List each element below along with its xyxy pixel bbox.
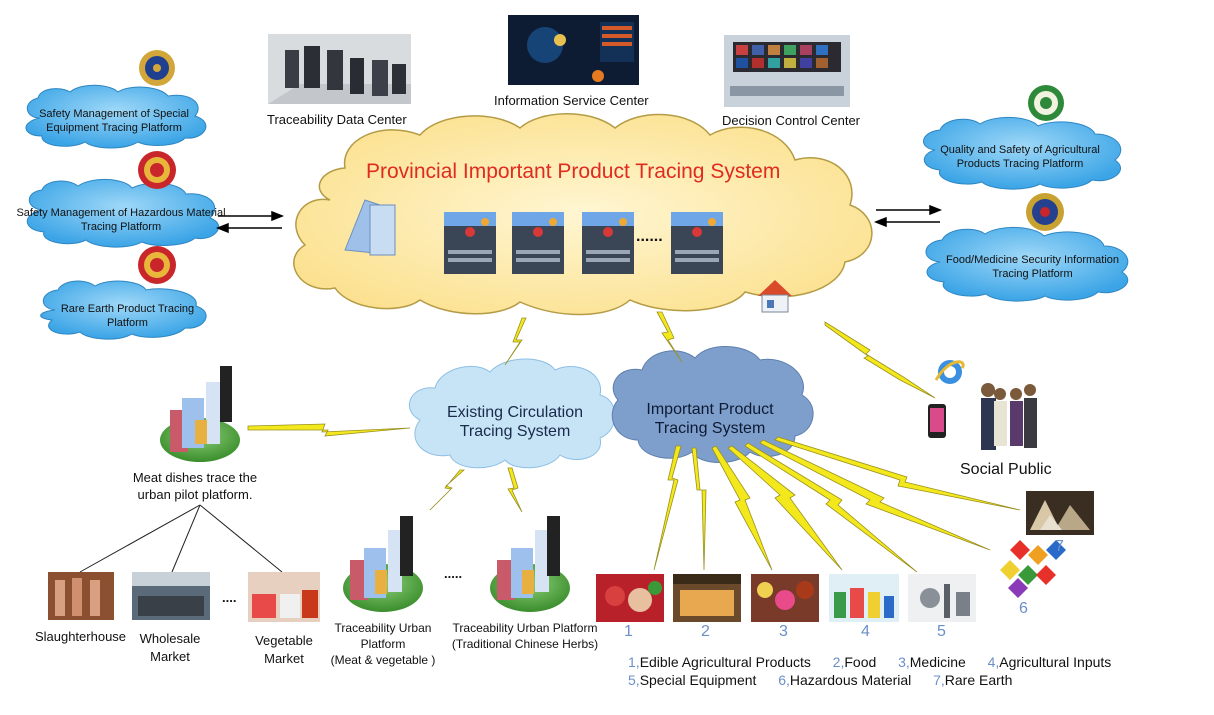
city-icon-meat xyxy=(160,366,240,462)
right-cloud-1 xyxy=(923,116,1122,190)
slaughterhouse-photo xyxy=(48,572,114,620)
product-photo-1 xyxy=(596,574,664,622)
urban-platform-sub-2: (Traditional Chinese Herbs) xyxy=(451,637,599,651)
legend-num-7: 7, xyxy=(933,672,945,688)
city-icon-urban-2 xyxy=(490,516,570,612)
right-platform-label-1: Quality and Safety of Agricultural Produ… xyxy=(940,144,1100,170)
legend-num-3: 3, xyxy=(898,654,910,670)
right-arrows xyxy=(873,204,943,228)
market-label-wholesale: Wholesale Market xyxy=(139,631,201,664)
server-ellipsis: ...... xyxy=(636,228,663,245)
phone-icon xyxy=(928,404,946,438)
tree-connectors xyxy=(79,504,283,573)
vegetable-market-photo xyxy=(248,572,320,622)
urban-platform-sub-1: (Meat & vegetable ) xyxy=(330,653,436,667)
urban-platform-name-1: Traceability Urban Platform xyxy=(334,621,432,651)
urban-ellipsis: ..... xyxy=(444,566,463,581)
legend-num-1: 1, xyxy=(628,654,640,670)
city-icon-urban-1 xyxy=(343,516,423,612)
social-public-label: Social Public xyxy=(960,461,1052,478)
left-platform-label-3: Rare Earth Product Tracing Platform xyxy=(60,303,195,329)
product-photo-5 xyxy=(908,574,976,622)
product-number-7: 7 xyxy=(1055,538,1064,555)
product-number-5: 5 xyxy=(937,623,946,640)
market-label-vegetable: Vegetable Market xyxy=(255,633,313,666)
left-arrows xyxy=(215,210,285,234)
legend-label-1: Edible Agricultural Products xyxy=(639,654,811,670)
data-center-image xyxy=(268,34,411,104)
info-service-image xyxy=(508,15,639,85)
main-system-title: Provincial Important Product Tracing Sys… xyxy=(366,160,781,183)
left-cloud-1 xyxy=(25,84,207,149)
emblem-icon-3 xyxy=(138,246,176,284)
emblem-icon-5 xyxy=(1026,193,1064,231)
decision-control-image xyxy=(724,35,850,107)
product-photo-7 xyxy=(1026,491,1094,535)
building-icon xyxy=(344,199,396,256)
product-photo-6 xyxy=(1000,540,1066,598)
important-system-cloud xyxy=(611,346,814,463)
urban-platform-name-2: Traceability Urban Platform xyxy=(452,621,598,635)
product-photo-4 xyxy=(829,574,899,622)
server-icon-4 xyxy=(671,212,723,274)
product-photo-3 xyxy=(751,574,819,622)
top-center-label-info: Information Service Center xyxy=(494,93,649,108)
people-icon xyxy=(981,383,1037,450)
urban-platform-label-1: Traceability Urban Platform (Meat & vege… xyxy=(318,620,448,668)
legend-num-6: 6, xyxy=(778,672,790,688)
product-photo-2 xyxy=(673,574,741,622)
legend-num-5: 5, xyxy=(628,672,640,688)
legend-num-2: 2, xyxy=(832,654,845,670)
wholesale-market-photo xyxy=(132,572,210,620)
product-number-2: 2 xyxy=(701,623,710,640)
server-icon-2 xyxy=(512,212,564,274)
server-icon-3 xyxy=(582,212,634,274)
legend-label-2: Food xyxy=(844,654,877,670)
right-platform-label-2: Food/Medicine Security Information Traci… xyxy=(945,254,1120,280)
legend-row-1: 1,Edible Agricultural Products 2,Food 3,… xyxy=(628,654,1111,670)
right-cloud-2 xyxy=(925,226,1129,302)
legend-num-4: 4, xyxy=(987,654,1000,670)
existing-system-label: Existing Circulation Tracing System xyxy=(446,404,584,440)
legend-label-3: Medicine xyxy=(909,654,966,670)
product-number-4: 4 xyxy=(861,623,870,640)
meat-platform-label: Meat dishes trace the urban pilot platfo… xyxy=(132,470,258,502)
left-cloud-3 xyxy=(40,280,207,340)
product-number-6: 6 xyxy=(1019,600,1028,617)
ie-icon xyxy=(934,360,965,384)
legend-label-6: Hazardous Material xyxy=(789,672,912,688)
left-platform-label-2: Safety Management of Hazardous Material … xyxy=(16,207,226,233)
urban-platform-label-2: Traceability Urban Platform (Traditional… xyxy=(445,620,605,652)
legend-label-4: Agricultural Inputs xyxy=(999,654,1112,670)
legend-row-2: 5,Special Equipment 6,Hazardous Material… xyxy=(628,672,1012,688)
left-cloud-2 xyxy=(26,179,219,248)
emblem-icon-4 xyxy=(1028,85,1064,121)
house-icon xyxy=(758,280,792,313)
server-icon-1 xyxy=(444,212,496,274)
legend-label-7: Rare Earth xyxy=(944,672,1013,688)
market-label-slaughterhouse: Slaughterhouse xyxy=(34,629,127,644)
product-number-3: 3 xyxy=(779,623,788,640)
product-number-1: 1 xyxy=(624,623,633,640)
emblem-icon-2 xyxy=(138,151,176,189)
legend-label-5: Special Equipment xyxy=(639,672,757,688)
top-center-label-data: Traceability Data Center xyxy=(267,112,407,127)
emblem-icon-1 xyxy=(139,50,175,86)
top-center-label-decision: Decision Control Center xyxy=(722,113,861,128)
left-platform-label-1: Safety Management of Special Equipment T… xyxy=(39,108,189,134)
lightning-bolts xyxy=(247,311,1021,573)
market-ellipsis: .... xyxy=(222,590,237,605)
important-system-label: Important Product Tracing System xyxy=(646,401,774,437)
